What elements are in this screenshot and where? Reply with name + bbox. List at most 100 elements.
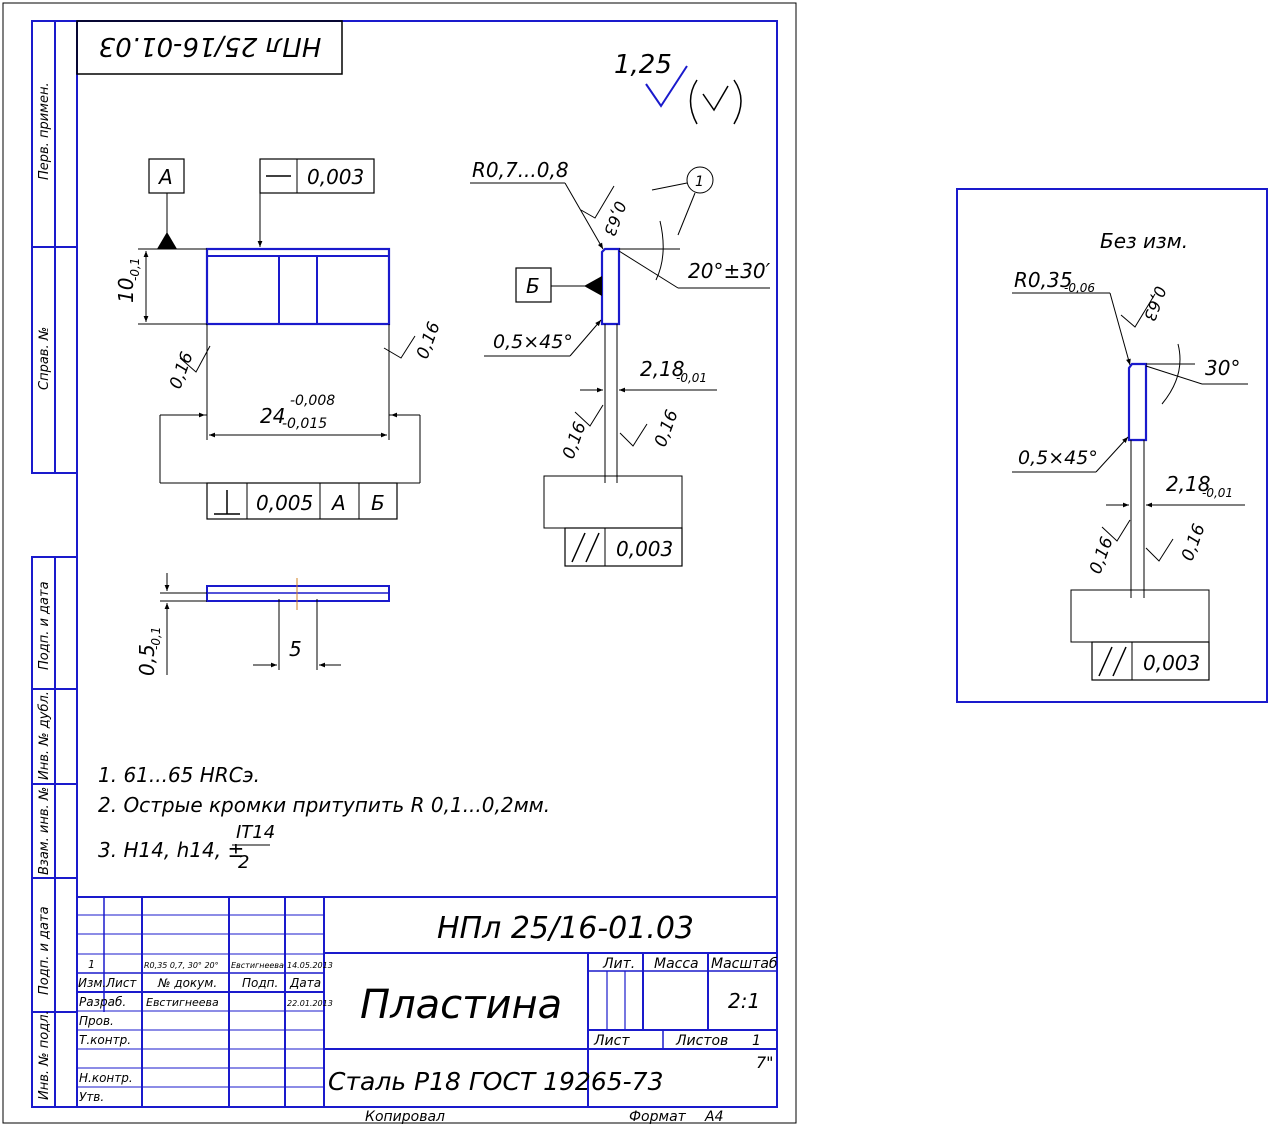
note-2: 2. Острые кромки притупить R 0,1...0,2мм… <box>98 793 550 817</box>
side-label-podp2: Подп. и дата <box>37 906 52 995</box>
roughness-check-icon <box>645 65 688 108</box>
tb-lit: Лит. <box>602 956 635 972</box>
tb-izm: Изм. <box>78 976 106 990</box>
slot-depth-text: 0,5 -0,1 <box>135 627 163 676</box>
tb-rev-date: 14.05.2013 <box>287 961 333 970</box>
finish-mark-right <box>383 335 416 359</box>
roughness-side-mark <box>580 185 615 219</box>
finish-mark-side-r <box>619 423 648 447</box>
svg-text:0,5: 0,5 <box>135 644 159 676</box>
tb-nkontr: Н.контр. <box>79 1071 133 1085</box>
paren-left <box>689 79 698 125</box>
svg-text:-0,1: -0,1 <box>149 627 163 650</box>
finish-text-side-r: 0,16 <box>651 407 683 450</box>
tb-razrab-name: Евстигнеева <box>146 996 219 1009</box>
flatness-frame <box>257 158 375 247</box>
detail-radius: R0,35 <box>1014 268 1072 292</box>
angle-line <box>618 250 679 289</box>
tb-data: Дата <box>289 976 321 990</box>
tb-sheet: Лист <box>593 1033 630 1049</box>
note-3: 3. H14, h14, ± <box>98 838 244 862</box>
tb-prov: Пров. <box>79 1014 114 1028</box>
balloon-leader-1 <box>651 182 688 191</box>
radius-text: R0,7...0,8 <box>472 158 569 182</box>
detail-parallel-value: 0,003 <box>1143 651 1200 675</box>
detail-panel-border <box>956 188 1268 703</box>
detail-finish-text-l: 0,16 <box>1086 534 1118 577</box>
balloon-circle <box>686 166 714 194</box>
width-tol-upper: -0,008 <box>290 393 335 409</box>
title-part-name: Пластина <box>360 982 562 1028</box>
balloon-number: 1 <box>695 174 704 190</box>
tb-org: 7" <box>756 1053 774 1072</box>
title-designation: НПл 25/16-01.03 <box>437 911 694 946</box>
detail-roughness-text: 0,63 <box>1140 284 1170 324</box>
thk-tol: -0,01 <box>676 371 707 385</box>
height-dim-text: 10 -0,1 <box>114 258 142 303</box>
finish-text-right: 0,16 <box>413 319 445 362</box>
tb-scale: 2:1 <box>728 989 760 1013</box>
parallel-main-value: 0,003 <box>616 537 673 561</box>
side-label-podp: Подп. и дата <box>37 581 52 670</box>
side-label-podl: Инв. № подл. <box>37 1010 52 1100</box>
detail-chamfer: 0,5×45° <box>1018 447 1098 469</box>
tb-razrab: Разраб. <box>79 995 126 1009</box>
roughness-small-check-icon <box>702 85 729 112</box>
detail-finish-text-r: 0,16 <box>1178 521 1210 564</box>
detail-profile <box>1070 343 1248 643</box>
detail-finish-mark-r <box>1145 538 1174 562</box>
detail-finish-mark-l <box>1101 519 1131 542</box>
angle-text: 20°±30′ <box>688 259 771 283</box>
finish-text-left: 0,16 <box>166 349 198 392</box>
paren-right <box>733 79 742 125</box>
chamfer-text: 0,5×45° <box>493 331 573 353</box>
designation-upside-down: НПл 25/16-01.03 <box>99 31 322 61</box>
detail-thk-tol: -0,01 <box>1202 486 1233 500</box>
svg-text:10: 10 <box>114 278 138 303</box>
tb-podp: Подп. <box>242 976 278 990</box>
finish-text-side-l: 0,16 <box>559 419 591 462</box>
side-strip-bottom <box>31 556 78 1108</box>
datum-a-triangle <box>157 232 177 249</box>
tb-list: Лист <box>105 976 137 990</box>
datum-a-label: А <box>157 165 173 189</box>
thk-value: 2,18 <box>640 357 685 381</box>
finish-mark-left <box>179 345 211 373</box>
side-label-dubl: Инв. № дубл. <box>37 691 52 780</box>
detail-chamfer-leader <box>1095 436 1129 473</box>
tb-sheets: Листов <box>675 1033 728 1049</box>
tb-kopiroval: Копировал <box>365 1109 445 1125</box>
detail-roughness-mark <box>1120 293 1156 328</box>
tb-razrab-date: 22.01.2013 <box>287 999 333 1008</box>
radius-leader <box>564 182 604 250</box>
balloon-leader-2 <box>677 192 696 236</box>
tb-doc-no: № докум. <box>157 976 217 990</box>
designation-box-top <box>76 20 343 75</box>
tb-tkontr: Т.контр. <box>79 1033 131 1047</box>
front-view <box>205 247 391 440</box>
perp-value: 0,005 <box>256 491 313 515</box>
detail-angle: 30° <box>1205 356 1240 380</box>
detail-parallel-frame <box>1091 641 1210 681</box>
parallel-frame-main <box>564 527 683 567</box>
datum-b-box <box>515 267 552 303</box>
flatness-value: 0,003 <box>307 165 364 189</box>
datum-b-triangle <box>584 276 602 296</box>
title-block-grid <box>77 896 777 1107</box>
datum-b-label: Б <box>526 274 540 298</box>
side-profile <box>543 247 683 529</box>
note-3-numerator: IT14 <box>236 822 275 843</box>
perpendicularity-frame <box>206 482 398 520</box>
side-label-sprav: Справ. № <box>37 327 52 390</box>
tb-massa: Масса <box>654 956 699 972</box>
side-label-vzam: Взам. инв. № <box>37 787 52 875</box>
width-tol-lower: -0,015 <box>282 416 327 432</box>
detail-thk: 2,18 <box>1166 472 1211 496</box>
width-dim-value: 24 <box>260 404 285 428</box>
detail-title: Без изм. <box>1100 229 1188 253</box>
tb-utv: Утв. <box>79 1090 104 1104</box>
svg-text:-0,1: -0,1 <box>128 258 142 281</box>
roughness-general-value: 1,25 <box>614 50 672 80</box>
detail-radius-tol: -0,06 <box>1064 281 1095 295</box>
